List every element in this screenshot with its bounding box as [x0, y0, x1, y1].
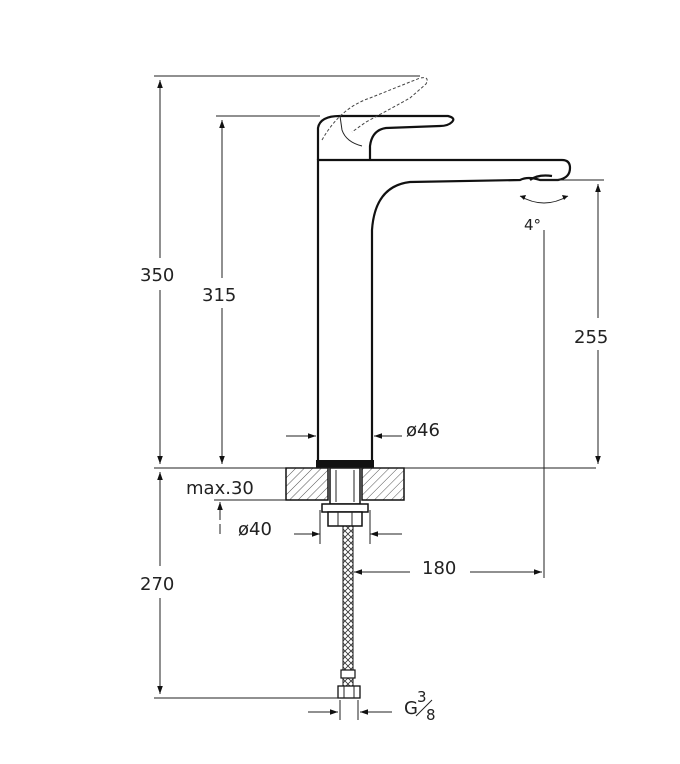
label-g: G	[404, 698, 418, 719]
dimension-spout-angle: 4°	[519, 195, 569, 234]
label-180: 180	[422, 558, 456, 579]
label-g-denominator: 8	[426, 706, 436, 724]
dimension-connection-thread: G 3 8	[308, 688, 436, 724]
dimension-body-diameter: ø46	[286, 420, 440, 441]
handle-lever	[316, 114, 455, 160]
dimension-hole-diameter: ø40	[238, 510, 402, 544]
dimension-total-height: 350	[140, 75, 420, 464]
dimension-spout-reach: 180	[354, 230, 545, 579]
braided-hose	[337, 525, 361, 699]
label-4-degree: 4°	[524, 216, 541, 234]
label-350: 350	[140, 265, 174, 286]
label-g-numerator: 3	[417, 688, 427, 706]
label-diameter-40: ø40	[238, 519, 272, 540]
label-255: 255	[574, 327, 608, 348]
label-315: 315	[202, 285, 236, 306]
handle-lever-open-ghost	[321, 77, 428, 141]
label-max-30: max.30	[186, 478, 254, 499]
label-270: 270	[140, 574, 174, 595]
dimension-below-deck: 270	[140, 472, 340, 699]
dimension-handle-height: 315	[202, 115, 320, 464]
deck-section	[285, 467, 405, 501]
faucet-body	[316, 158, 572, 468]
dimension-max-deck: max.30	[186, 478, 286, 534]
mounting-shank	[321, 467, 369, 527]
dimension-spout-height: 255	[540, 179, 608, 464]
label-diameter-46: ø46	[406, 420, 440, 441]
